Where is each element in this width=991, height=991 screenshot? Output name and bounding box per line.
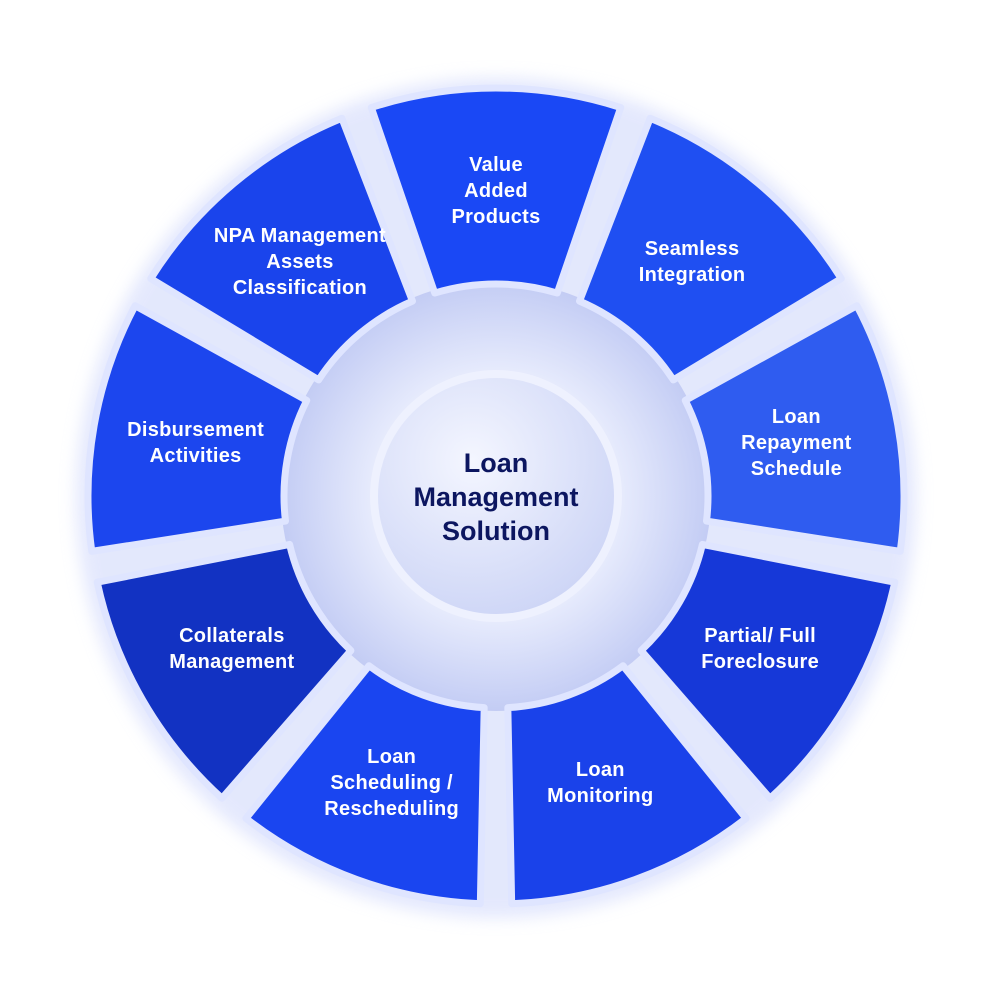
segment-label-line: Loan xyxy=(575,758,625,781)
segment-label-line: Collaterals xyxy=(179,624,285,647)
segment-label-line: Seamless xyxy=(644,238,740,261)
segment-0 xyxy=(367,84,625,297)
center-title: Loan Management Solution xyxy=(396,446,596,548)
segment-label-line: Scheduling / xyxy=(330,771,453,794)
segment-3 xyxy=(637,540,899,802)
segment-label-line: Monitoring xyxy=(547,784,654,807)
segment-label-line: Added xyxy=(464,180,528,202)
segment-label-line: Schedule xyxy=(750,458,843,481)
segment-6 xyxy=(93,540,355,802)
segment-label-line: Integration xyxy=(638,264,746,287)
center-circle xyxy=(378,378,614,614)
segment-label-line: Products xyxy=(451,206,541,228)
center-title-line: Loan xyxy=(463,448,529,478)
segment-label-line: Rescheduling xyxy=(324,797,460,820)
center-title-line: Solution xyxy=(442,516,550,546)
center-title-line: Management xyxy=(413,482,579,512)
segment-label-line: Foreclosure xyxy=(701,650,820,673)
segment-label-line: Loan xyxy=(771,406,821,429)
segment-1 xyxy=(576,114,845,384)
segment-label-line: Disbursement xyxy=(127,419,265,442)
segment-label-line: Assets xyxy=(266,251,334,274)
segment-label-line: Value xyxy=(469,154,523,176)
segment-label-line: Activities xyxy=(149,445,242,468)
segment-label-line: Loan xyxy=(367,745,417,768)
segment-7 xyxy=(84,302,311,555)
segment-8 xyxy=(147,114,416,384)
segment-label-line: NPA Management xyxy=(213,225,386,248)
segment-2 xyxy=(681,302,908,555)
segment-label-line: Classification xyxy=(232,277,368,300)
segment-label-line: Repayment xyxy=(741,432,852,455)
segment-4 xyxy=(504,662,750,908)
segment-5 xyxy=(242,662,488,908)
segment-label-line: Partial/ Full xyxy=(704,624,816,647)
segment-label-line: Management xyxy=(169,650,295,673)
